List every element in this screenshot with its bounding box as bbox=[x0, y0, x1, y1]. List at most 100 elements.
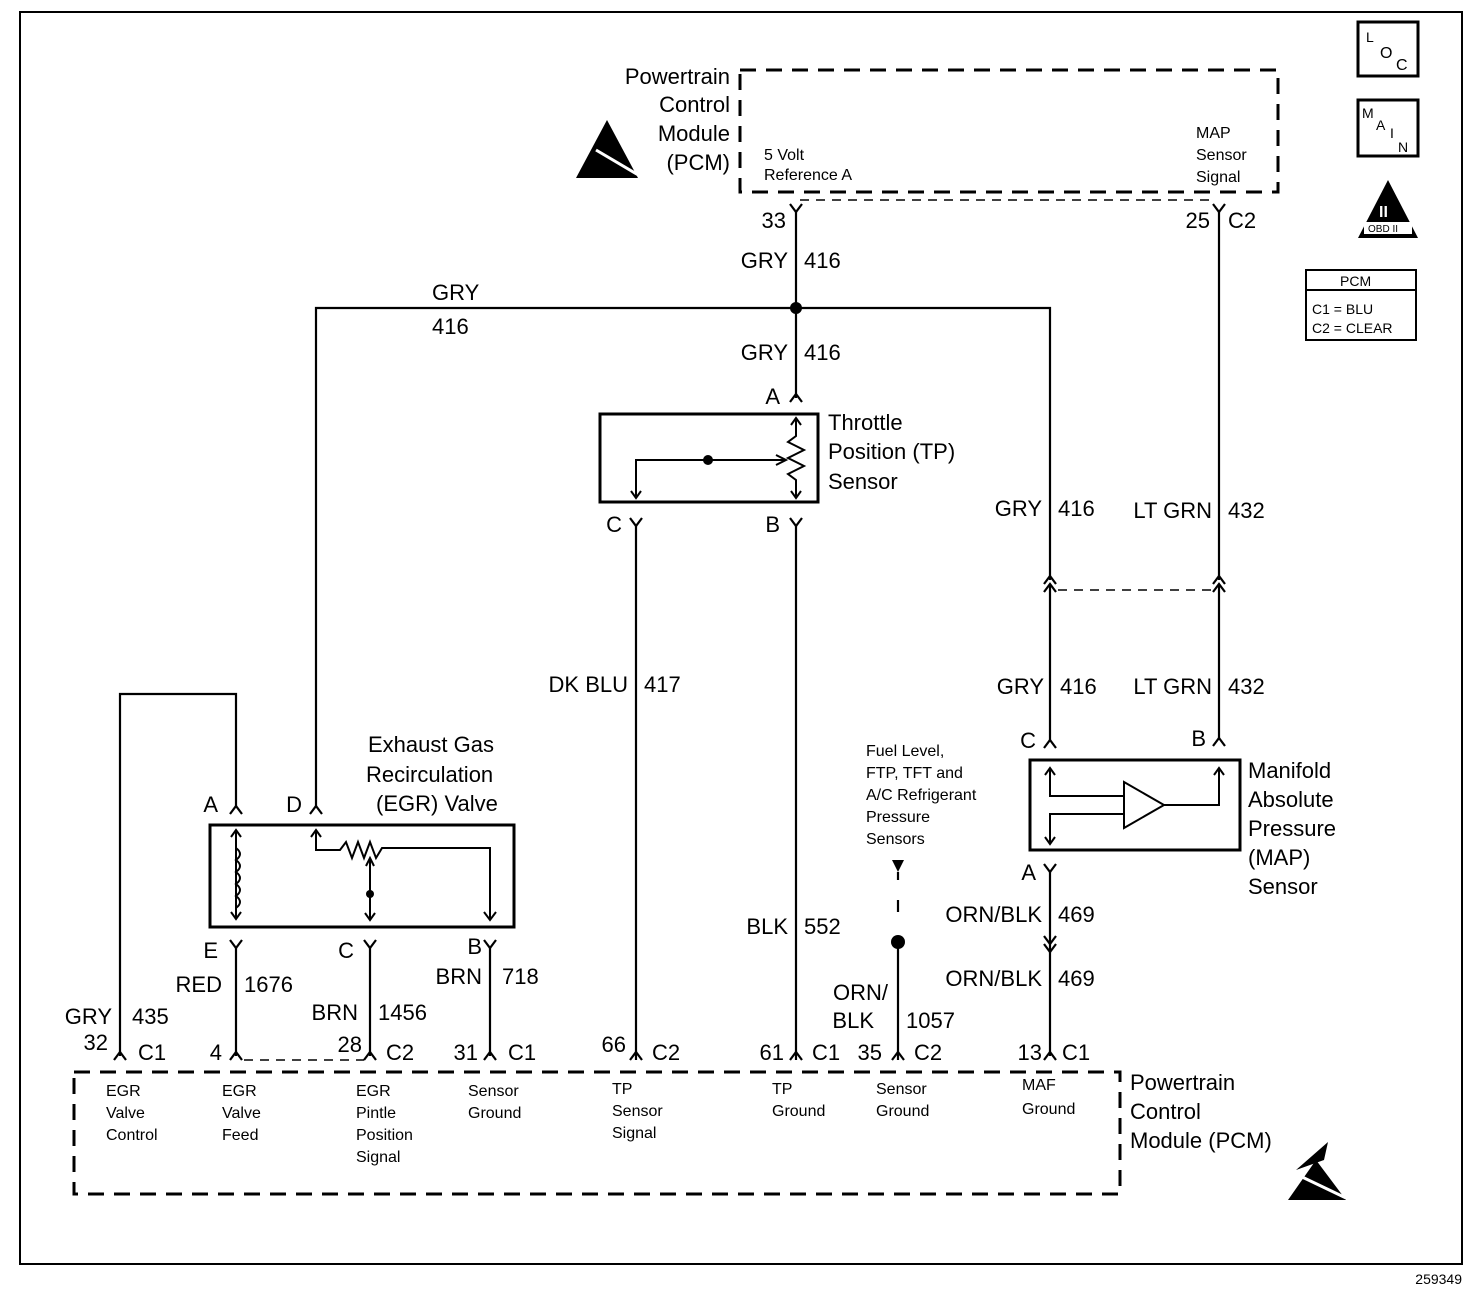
svg-text:O: O bbox=[1380, 45, 1392, 62]
esd-warning-icon-bottom bbox=[1288, 1142, 1347, 1200]
svg-text:Recirculation: Recirculation bbox=[366, 762, 493, 787]
figure-id: 259349 bbox=[1415, 1271, 1462, 1287]
svg-text:1057: 1057 bbox=[906, 1008, 955, 1033]
pcm-pin-61[interactable]: 61 C1 TP Ground bbox=[760, 1040, 841, 1120]
map-sensor[interactable]: C B Manifold Absolute Pressure (MAP) Sen… bbox=[1020, 726, 1336, 899]
svg-text:A/C Refrigerant: A/C Refrigerant bbox=[866, 787, 977, 804]
svg-text:N: N bbox=[1398, 139, 1408, 155]
svg-text:GRY: GRY bbox=[995, 496, 1043, 521]
svg-text:OBD II: OBD II bbox=[1368, 224, 1398, 235]
svg-text:1676: 1676 bbox=[244, 972, 293, 997]
svg-text:416: 416 bbox=[1058, 496, 1095, 521]
svg-text:Sensor: Sensor bbox=[468, 1083, 519, 1100]
svg-text:C2: C2 bbox=[914, 1040, 942, 1065]
svg-text:BLK: BLK bbox=[746, 914, 788, 939]
wire-gry-435[interactable] bbox=[118, 692, 238, 1056]
svg-text:(PCM): (PCM) bbox=[666, 150, 730, 175]
svg-text:C2: C2 bbox=[1228, 208, 1256, 233]
svg-text:LT GRN: LT GRN bbox=[1133, 498, 1212, 523]
svg-text:Ground: Ground bbox=[876, 1103, 929, 1120]
svg-text:Absolute: Absolute bbox=[1248, 787, 1334, 812]
svg-text:II: II bbox=[1379, 204, 1388, 221]
pcm-pin-13[interactable]: 13 C1 MAF Ground bbox=[1018, 1040, 1091, 1118]
svg-text:Pintle: Pintle bbox=[356, 1105, 396, 1122]
svg-text:Sensor: Sensor bbox=[1248, 874, 1318, 899]
svg-text:28: 28 bbox=[338, 1032, 362, 1057]
svg-text:Sensor: Sensor bbox=[828, 469, 898, 494]
svg-text:ORN/: ORN/ bbox=[833, 980, 889, 1005]
svg-text:4: 4 bbox=[210, 1040, 222, 1065]
svg-text:B: B bbox=[467, 934, 482, 959]
svg-text:32: 32 bbox=[84, 1030, 108, 1055]
inline-connector[interactable] bbox=[1043, 574, 1226, 593]
pcm-pin-4[interactable]: 4 EGR Valve Feed bbox=[210, 1040, 261, 1144]
svg-text:TP: TP bbox=[612, 1081, 632, 1098]
svg-text:ORN/BLK: ORN/BLK bbox=[945, 966, 1042, 991]
svg-text:Position (TP): Position (TP) bbox=[828, 439, 955, 464]
svg-text:C1: C1 bbox=[812, 1040, 840, 1065]
svg-text:Ground: Ground bbox=[772, 1103, 825, 1120]
diagram-frame bbox=[19, 11, 1463, 1265]
svg-text:Exhaust Gas: Exhaust Gas bbox=[368, 732, 494, 757]
svg-text:C: C bbox=[606, 512, 622, 537]
pcm-top-title: Powertrain Control Module (PCM) bbox=[625, 64, 730, 175]
svg-text:Control: Control bbox=[659, 92, 730, 117]
svg-text:Sensors: Sensors bbox=[866, 831, 925, 848]
pcm-pin-35[interactable]: 35 C2 Sensor Ground bbox=[858, 1040, 943, 1120]
svg-text:Pressure: Pressure bbox=[866, 809, 930, 826]
svg-text:417: 417 bbox=[644, 672, 681, 697]
tp-sensor[interactable]: A Throttle Position (TP) Sensor C B bbox=[598, 384, 955, 537]
pcm-pin-31[interactable]: 31 C1 Sensor Ground bbox=[454, 1040, 537, 1122]
svg-text:B: B bbox=[765, 512, 780, 537]
pcm-pin-66[interactable]: 66 C2 TP Sensor Signal bbox=[602, 1032, 681, 1142]
obd-ii-icon[interactable]: II OBD II bbox=[1358, 180, 1418, 238]
svg-text:Feed: Feed bbox=[222, 1127, 258, 1144]
svg-text:1456: 1456 bbox=[378, 1000, 427, 1025]
other-sensors-reference: Fuel Level, FTP, TFT and A/C Refrigerant… bbox=[866, 743, 977, 949]
esd-warning-icon bbox=[576, 120, 641, 178]
loc-icon[interactable]: L O C bbox=[1356, 20, 1420, 78]
svg-text:(EGR) Valve: (EGR) Valve bbox=[376, 791, 498, 816]
svg-text:Signal: Signal bbox=[1196, 169, 1240, 186]
svg-text:M: M bbox=[1362, 105, 1374, 121]
svg-text:RED: RED bbox=[176, 972, 222, 997]
svg-text:718: 718 bbox=[502, 964, 539, 989]
svg-text:Fuel Level,: Fuel Level, bbox=[866, 743, 944, 760]
svg-text:C2: C2 bbox=[386, 1040, 414, 1065]
svg-text:MAF: MAF bbox=[1022, 1077, 1056, 1094]
svg-text:LT GRN: LT GRN bbox=[1133, 674, 1212, 699]
svg-text:Valve: Valve bbox=[106, 1105, 145, 1122]
svg-text:416: 416 bbox=[804, 340, 841, 365]
svg-text:L: L bbox=[1366, 29, 1374, 45]
pcm-pin-33[interactable]: 33 bbox=[762, 203, 803, 233]
svg-text:C1: C1 bbox=[138, 1040, 166, 1065]
svg-text:Ground: Ground bbox=[1022, 1101, 1075, 1118]
main-icon[interactable]: M A I N bbox=[1356, 98, 1420, 158]
pin-label-5v-ref: 5 Volt bbox=[764, 147, 805, 164]
pcm-bottom-box bbox=[72, 1070, 1122, 1196]
svg-text:C1 = BLU: C1 = BLU bbox=[1312, 301, 1373, 317]
svg-text:A: A bbox=[1376, 117, 1386, 133]
svg-text:GRY: GRY bbox=[997, 674, 1045, 699]
svg-text:C: C bbox=[1396, 57, 1408, 74]
svg-text:A: A bbox=[765, 384, 780, 409]
svg-text:C: C bbox=[338, 938, 354, 963]
svg-text:EGR: EGR bbox=[222, 1083, 257, 1100]
pcm-bottom-title: Powertrain Control Module (PCM) bbox=[1130, 1070, 1272, 1153]
egr-valve[interactable]: Exhaust Gas Recirculation (EGR) Valve A … bbox=[203, 732, 516, 963]
svg-text:A: A bbox=[1021, 860, 1036, 885]
svg-text:C2: C2 bbox=[652, 1040, 680, 1065]
pcm-pin-32[interactable]: 32 C1 EGR Valve Control bbox=[84, 1030, 167, 1144]
pcm-pin-25[interactable]: 25 C2 bbox=[1186, 203, 1257, 233]
pcm-pin-28[interactable]: 28 C2 EGR Pintle Position Signal bbox=[338, 1032, 415, 1166]
connector-color-table: PCM C1 = BLU C2 = CLEAR bbox=[1305, 269, 1417, 341]
svg-text:Sensor: Sensor bbox=[1196, 147, 1247, 164]
svg-text:Powertrain: Powertrain bbox=[625, 64, 730, 89]
svg-text:Valve: Valve bbox=[222, 1105, 261, 1122]
svg-text:Manifold: Manifold bbox=[1248, 758, 1331, 783]
pcm-top-box bbox=[738, 68, 1280, 194]
svg-text:416: 416 bbox=[804, 248, 841, 273]
svg-text:Position: Position bbox=[356, 1127, 413, 1144]
wire-gry-416-horizontal[interactable] bbox=[314, 306, 1052, 808]
